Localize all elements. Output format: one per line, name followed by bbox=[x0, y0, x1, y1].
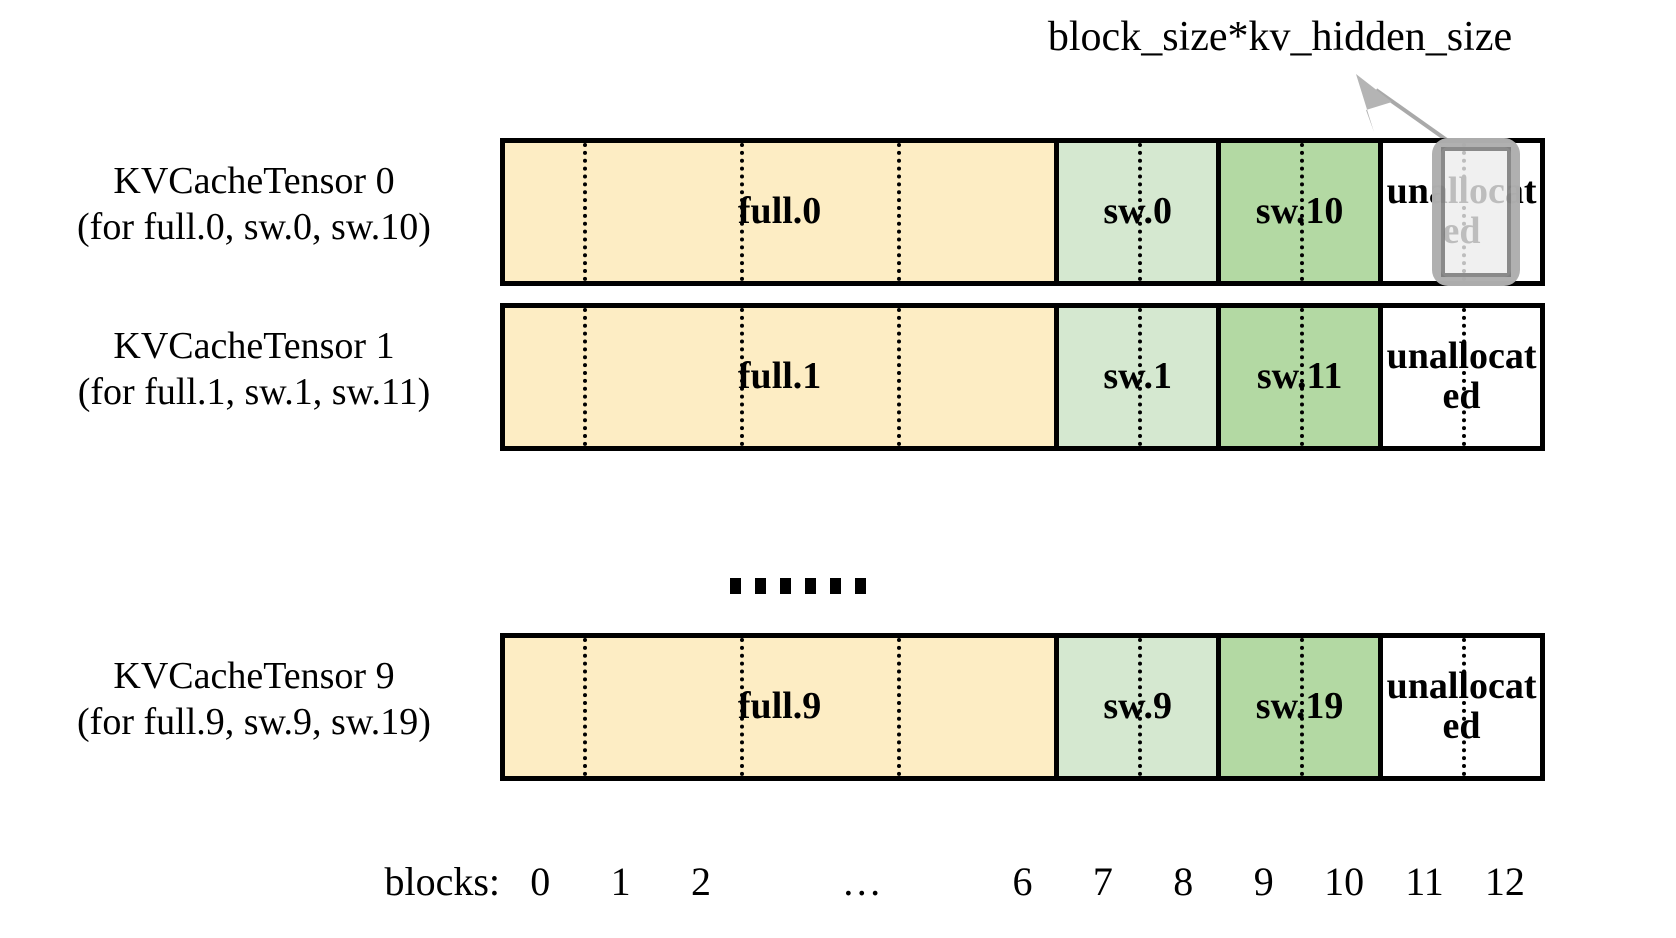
block-divider-line bbox=[1054, 143, 1058, 281]
tensor-row-label-line1: KVCacheTensor 0 bbox=[113, 160, 395, 202]
tensor-segment-label: sw.10 bbox=[1255, 190, 1344, 233]
axis-tick: 2 bbox=[690, 859, 711, 904]
block-divider-line bbox=[897, 638, 902, 776]
tensor-segment-label: sw.0 bbox=[1103, 190, 1173, 233]
tensor-segment-label: sw.9 bbox=[1103, 685, 1173, 728]
tensor-segment-label: full.1 bbox=[737, 355, 822, 398]
tensor-segment-label: sw.19 bbox=[1255, 685, 1344, 728]
axis-title: blocks: bbox=[384, 859, 500, 904]
tensor-row-label-line2: (for full.1, sw.1, sw.11) bbox=[77, 371, 431, 414]
tensor-segment-label: full.0 bbox=[737, 190, 822, 233]
tensor-segment-label: unallocated bbox=[1386, 335, 1537, 417]
tensor-segment: sw.0 bbox=[1059, 143, 1222, 281]
tensor-segment: sw.11 bbox=[1221, 308, 1384, 446]
vertical-ellipsis bbox=[730, 578, 866, 594]
ellipsis-dot bbox=[855, 578, 866, 594]
tensor-segment: full.1 bbox=[505, 308, 1060, 446]
annotation-label: block_size*kv_hidden_size bbox=[1047, 14, 1513, 60]
tensor-bar: full.0sw.0sw.10unallocated bbox=[500, 138, 1545, 286]
axis-tick: … bbox=[841, 859, 882, 904]
axis-tick: 12 bbox=[1484, 859, 1525, 904]
axis-tick: 10 bbox=[1324, 859, 1365, 904]
axis-tick: 7 bbox=[1092, 859, 1113, 904]
block-divider-line bbox=[583, 308, 588, 446]
tensor-segment-label: full.9 bbox=[737, 685, 822, 728]
tensor-row-label-line2: (for full.0, sw.0, sw.10) bbox=[77, 206, 431, 249]
tensor-row-label: KVCacheTensor 9(for full.9, sw.9, sw.19) bbox=[20, 653, 488, 746]
tensor-bar: full.9 sw.9 sw.19 unallocated bbox=[500, 633, 1545, 781]
tensor-segment: sw.10 bbox=[1221, 143, 1384, 281]
tensor-segment: full.0 bbox=[505, 143, 1060, 281]
block-divider-line bbox=[897, 143, 902, 281]
block-divider-line bbox=[1054, 638, 1058, 776]
tensor-segment-label: sw.11 bbox=[1256, 355, 1343, 398]
ellipsis-dot bbox=[830, 578, 841, 594]
ellipsis-dot bbox=[780, 578, 791, 594]
axis-tick: 0 bbox=[530, 859, 551, 904]
axis-tick: 6 bbox=[1012, 859, 1033, 904]
block-divider-line bbox=[583, 638, 588, 776]
axis-tick: 9 bbox=[1253, 859, 1274, 904]
tensor-row-label: KVCacheTensor 0(for full.0, sw.0, sw.10) bbox=[20, 158, 488, 251]
ellipsis-dot bbox=[755, 578, 766, 594]
tensor-row-label: KVCacheTensor 1(for full.1, sw.1, sw.11) bbox=[20, 323, 488, 416]
tensor-segment: unallocated bbox=[1383, 308, 1540, 446]
axis-tick: 11 bbox=[1405, 859, 1444, 904]
tensor-segment-label: unallocated bbox=[1386, 665, 1537, 747]
tensor-segment: sw.19 bbox=[1221, 638, 1384, 776]
tensor-bar: full.1 sw.1 sw.11 unallocated bbox=[500, 303, 1545, 451]
tensor-segment: full.9 bbox=[505, 638, 1060, 776]
tensor-row-label-line1: KVCacheTensor 1 bbox=[113, 325, 395, 367]
block-divider-line bbox=[897, 308, 902, 446]
axis-tick: 8 bbox=[1173, 859, 1194, 904]
block-divider-line bbox=[1054, 308, 1058, 446]
block-highlight-box bbox=[1432, 138, 1520, 286]
ellipsis-dot bbox=[730, 578, 741, 594]
tensor-row-label-line2: (for full.9, sw.9, sw.19) bbox=[77, 701, 431, 744]
tensor-segment: sw.9 bbox=[1059, 638, 1222, 776]
tensor-row-label-line1: KVCacheTensor 9 bbox=[113, 655, 395, 697]
axis-tick: 1 bbox=[610, 859, 631, 904]
tensor-segment: sw.1 bbox=[1059, 308, 1222, 446]
tensor-segment-label: sw.1 bbox=[1103, 355, 1173, 398]
block-divider-line bbox=[583, 143, 588, 281]
ellipsis-dot bbox=[805, 578, 816, 594]
tensor-segment: unallocated bbox=[1383, 638, 1540, 776]
block-highlight-inner bbox=[1441, 147, 1511, 277]
